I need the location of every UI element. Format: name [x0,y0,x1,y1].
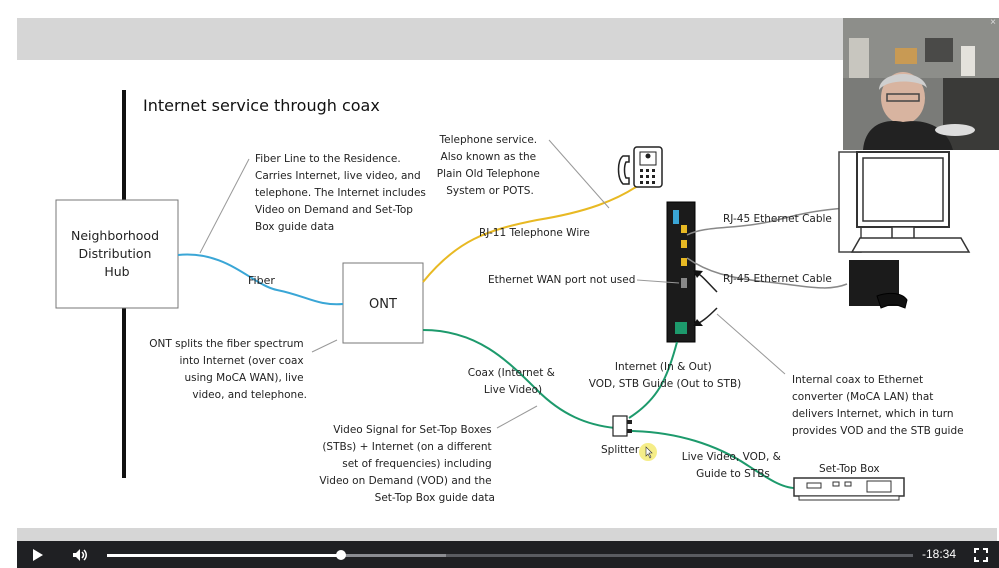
video-signal-note: Video Signal for Set-Top Boxes (STBs) + … [319,424,495,504]
fullscreen-button[interactable] [969,541,993,568]
ont-split-note: ONT splits the fiber spectrum into Inter… [149,338,307,401]
ont-box [342,262,424,344]
progress-buffered [340,554,446,557]
coax-cable-ont [422,329,616,429]
rj45-label-computer: RJ-45 Ethernet Cable [723,213,832,225]
distribution-hub-label: Neighborhood Distribution Hub [71,228,163,279]
fiber-note: Fiber Line to the Residence. Carries Int… [255,153,429,233]
slide-top-band [17,18,997,60]
video-frame[interactable]: Internet service through coax Neighborho… [17,18,997,550]
rj45-label-console: RJ-45 Ethernet Cable [723,273,832,285]
mouse-cursor-icon [645,446,653,459]
webcam-close-icon[interactable]: × [990,18,996,28]
webcam-overlay[interactable]: × [843,18,999,150]
internet-label: Internet (In & Out) VOD, STB Guide (Out … [589,361,742,390]
wan-pointer [636,279,680,284]
slide-title: Internet service through coax [143,96,380,115]
coax-cable-router [628,341,678,419]
rj45-cable-console [686,257,848,289]
arrow-head-down [693,319,703,326]
moca-note: Internal coax to Ethernet converter (MoC… [792,374,964,437]
ont-label: ONT [369,297,397,312]
telephone-note: Telephone service. Also known as the Pla… [437,134,543,197]
progress-scrubber-handle[interactable] [335,550,346,560]
time-remaining: -18:34 [922,547,957,561]
coax-cable-stb [631,430,796,489]
splitter-icon [612,415,628,437]
fiber-note-pointer [199,158,250,254]
play-icon [33,548,43,561]
coax-label: Coax (Internet & Live Video) [468,367,558,396]
presenter-video [843,18,999,150]
computer-icon [838,151,971,253]
moca-note-pointer [716,313,786,375]
video-signal-pointer [496,405,538,429]
telephone-note-pointer [548,139,610,209]
distribution-hub-box [55,199,179,309]
game-console-icon [849,260,908,309]
progress-played [107,554,341,557]
arrow-head-up [693,270,703,278]
splitter-label: Splitter [601,444,640,456]
set-top-box-icon [793,477,905,501]
fiber-label: Fiber [248,274,275,287]
ont-note-pointer [311,339,338,353]
rj45-cable-computer [686,207,846,236]
play-button[interactable] [25,541,51,568]
slide: Internet service through coax Neighborho… [17,60,997,528]
live-video-label: Live Video, VOD, & Guide to STBs [682,451,784,480]
volume-button[interactable] [67,541,93,568]
volume-icon [73,548,87,561]
progress-bar[interactable] [107,550,913,560]
telephone-icon [617,146,663,188]
set-top-box-label: Set-Top Box [819,463,880,475]
fiber-cable [177,253,344,306]
rj11-label: RJ-11 Telephone Wire [479,227,590,239]
telephone-wire [422,184,640,283]
video-control-bar: -18:34 [17,541,999,568]
network-diagram: Internet service through coax Neighborho… [55,90,971,504]
fullscreen-icon [974,547,988,562]
gateway-router-icon [666,201,696,343]
wan-port-label: Ethernet WAN port not used [488,274,635,286]
